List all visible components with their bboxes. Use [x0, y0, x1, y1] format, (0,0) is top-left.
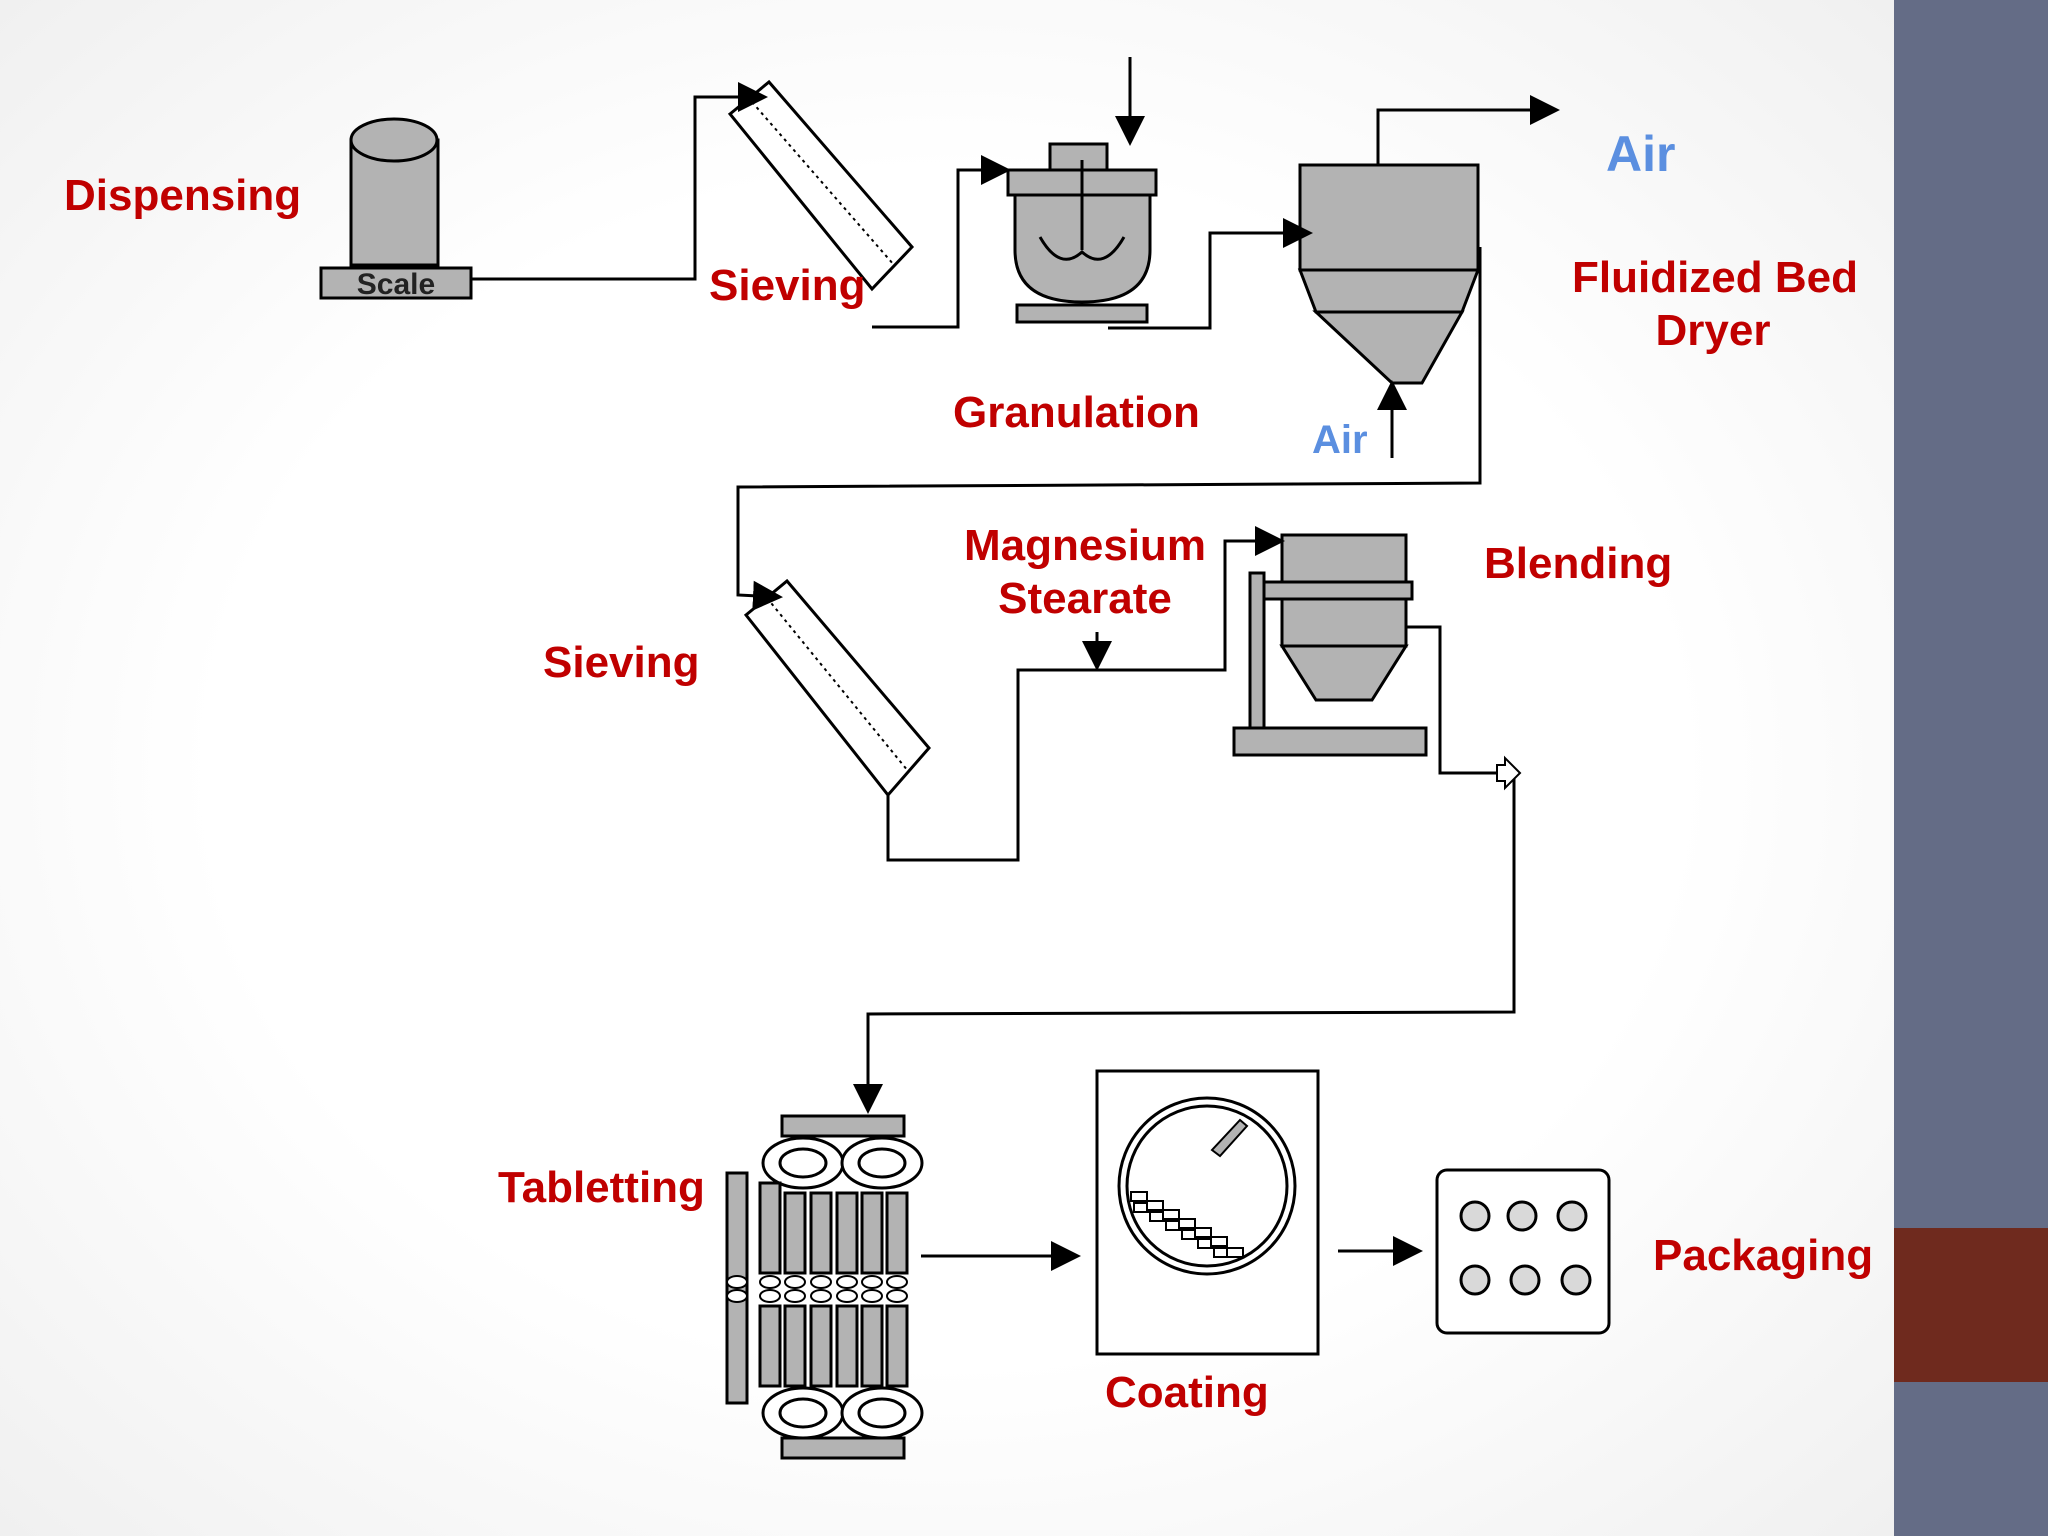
magnesium-stearate-label: Magnesium Stearate [956, 520, 1214, 626]
blister-pack-icon [1435, 1168, 1611, 1335]
dispensing-label: Dispensing [64, 171, 302, 220]
fluidized-bed-dryer-icon [1297, 163, 1481, 385]
air-inlet-label: Air [1312, 418, 1368, 462]
air-outlet-label: Air [1606, 126, 1676, 182]
blender-icon [1232, 533, 1428, 757]
fbd-label-line1: Fluidized Bed [1572, 253, 1858, 302]
mg-label-line2: Stearate [998, 573, 1172, 623]
coating-label: Coating [1105, 1368, 1269, 1417]
scale-label: Scale [357, 268, 435, 301]
flow-lines [471, 57, 1560, 1271]
granulation-label: Granulation [953, 388, 1200, 437]
coating-pan-icon [1095, 1069, 1320, 1356]
sieve-1-icon [727, 79, 915, 292]
scale-equipment-icon [319, 117, 473, 300]
small-outline-arrow-icon [1496, 755, 1522, 791]
packaging-label: Packaging [1653, 1231, 1874, 1280]
tabletting-label: Tabletting [498, 1163, 705, 1212]
blending-label: Blending [1484, 539, 1673, 588]
process-flow-diagram: Scale [319, 57, 1611, 1460]
sieving-2-label: Sieving [543, 638, 700, 687]
sieving-1-label: Sieving [709, 261, 866, 310]
sieve-2-icon [743, 578, 931, 798]
mg-label-line1: Magnesium [963, 521, 1207, 570]
tablet-press-icon [725, 1114, 924, 1460]
fbd-label-line2: Dryer [1655, 305, 1771, 355]
granulator-icon [1006, 142, 1158, 324]
sidebar-accent-block [1894, 1228, 2048, 1382]
fluidized-bed-dryer-label: Fluidized Bed Dryer [1572, 252, 1858, 358]
